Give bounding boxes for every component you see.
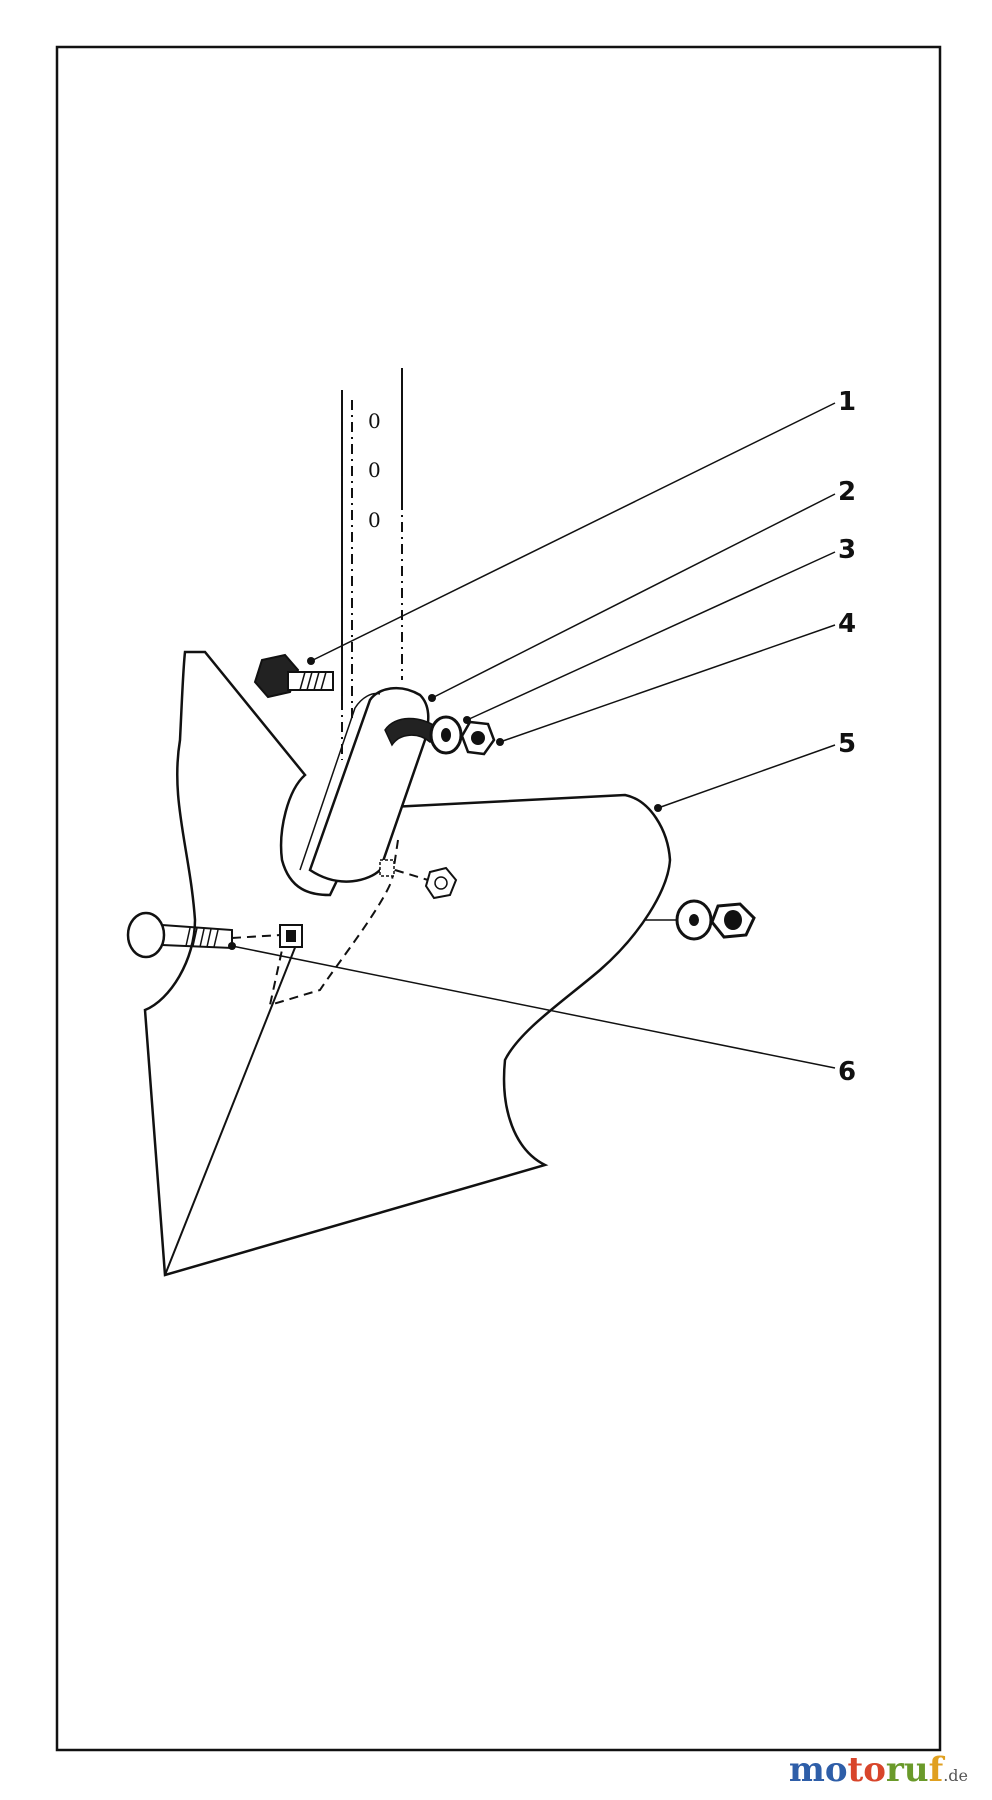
svg-text:0: 0 [368,409,381,433]
callout-4: 4 [838,609,856,639]
plow-standard: 0 0 0 [341,368,403,760]
washer-nut-top [429,715,496,756]
callout-3: 3 [838,535,856,565]
carriage-bolt [126,911,303,959]
svg-text:0: 0 [368,508,381,532]
svg-text:0: 0 [368,458,381,482]
bolt-top [253,653,334,699]
moldboard [143,650,672,1277]
washer-nut-lower [645,899,756,941]
leader-lines [228,402,836,1069]
watermark-part3: ru [885,1750,929,1790]
callout-5: 5 [838,729,856,759]
watermark-logo: motoruf.de [789,1750,968,1790]
callout-1: 1 [838,387,856,417]
callout-2: 2 [838,477,856,507]
diagram-frame [55,45,942,1752]
clamp-bracket [299,686,439,883]
watermark-part1: mo [788,1750,848,1790]
watermark-part2: to [847,1750,886,1790]
hidden-nut [379,859,458,900]
watermark-tld: .de [943,1766,968,1785]
callout-6: 6 [838,1057,856,1087]
watermark-part4: f [928,1750,944,1790]
